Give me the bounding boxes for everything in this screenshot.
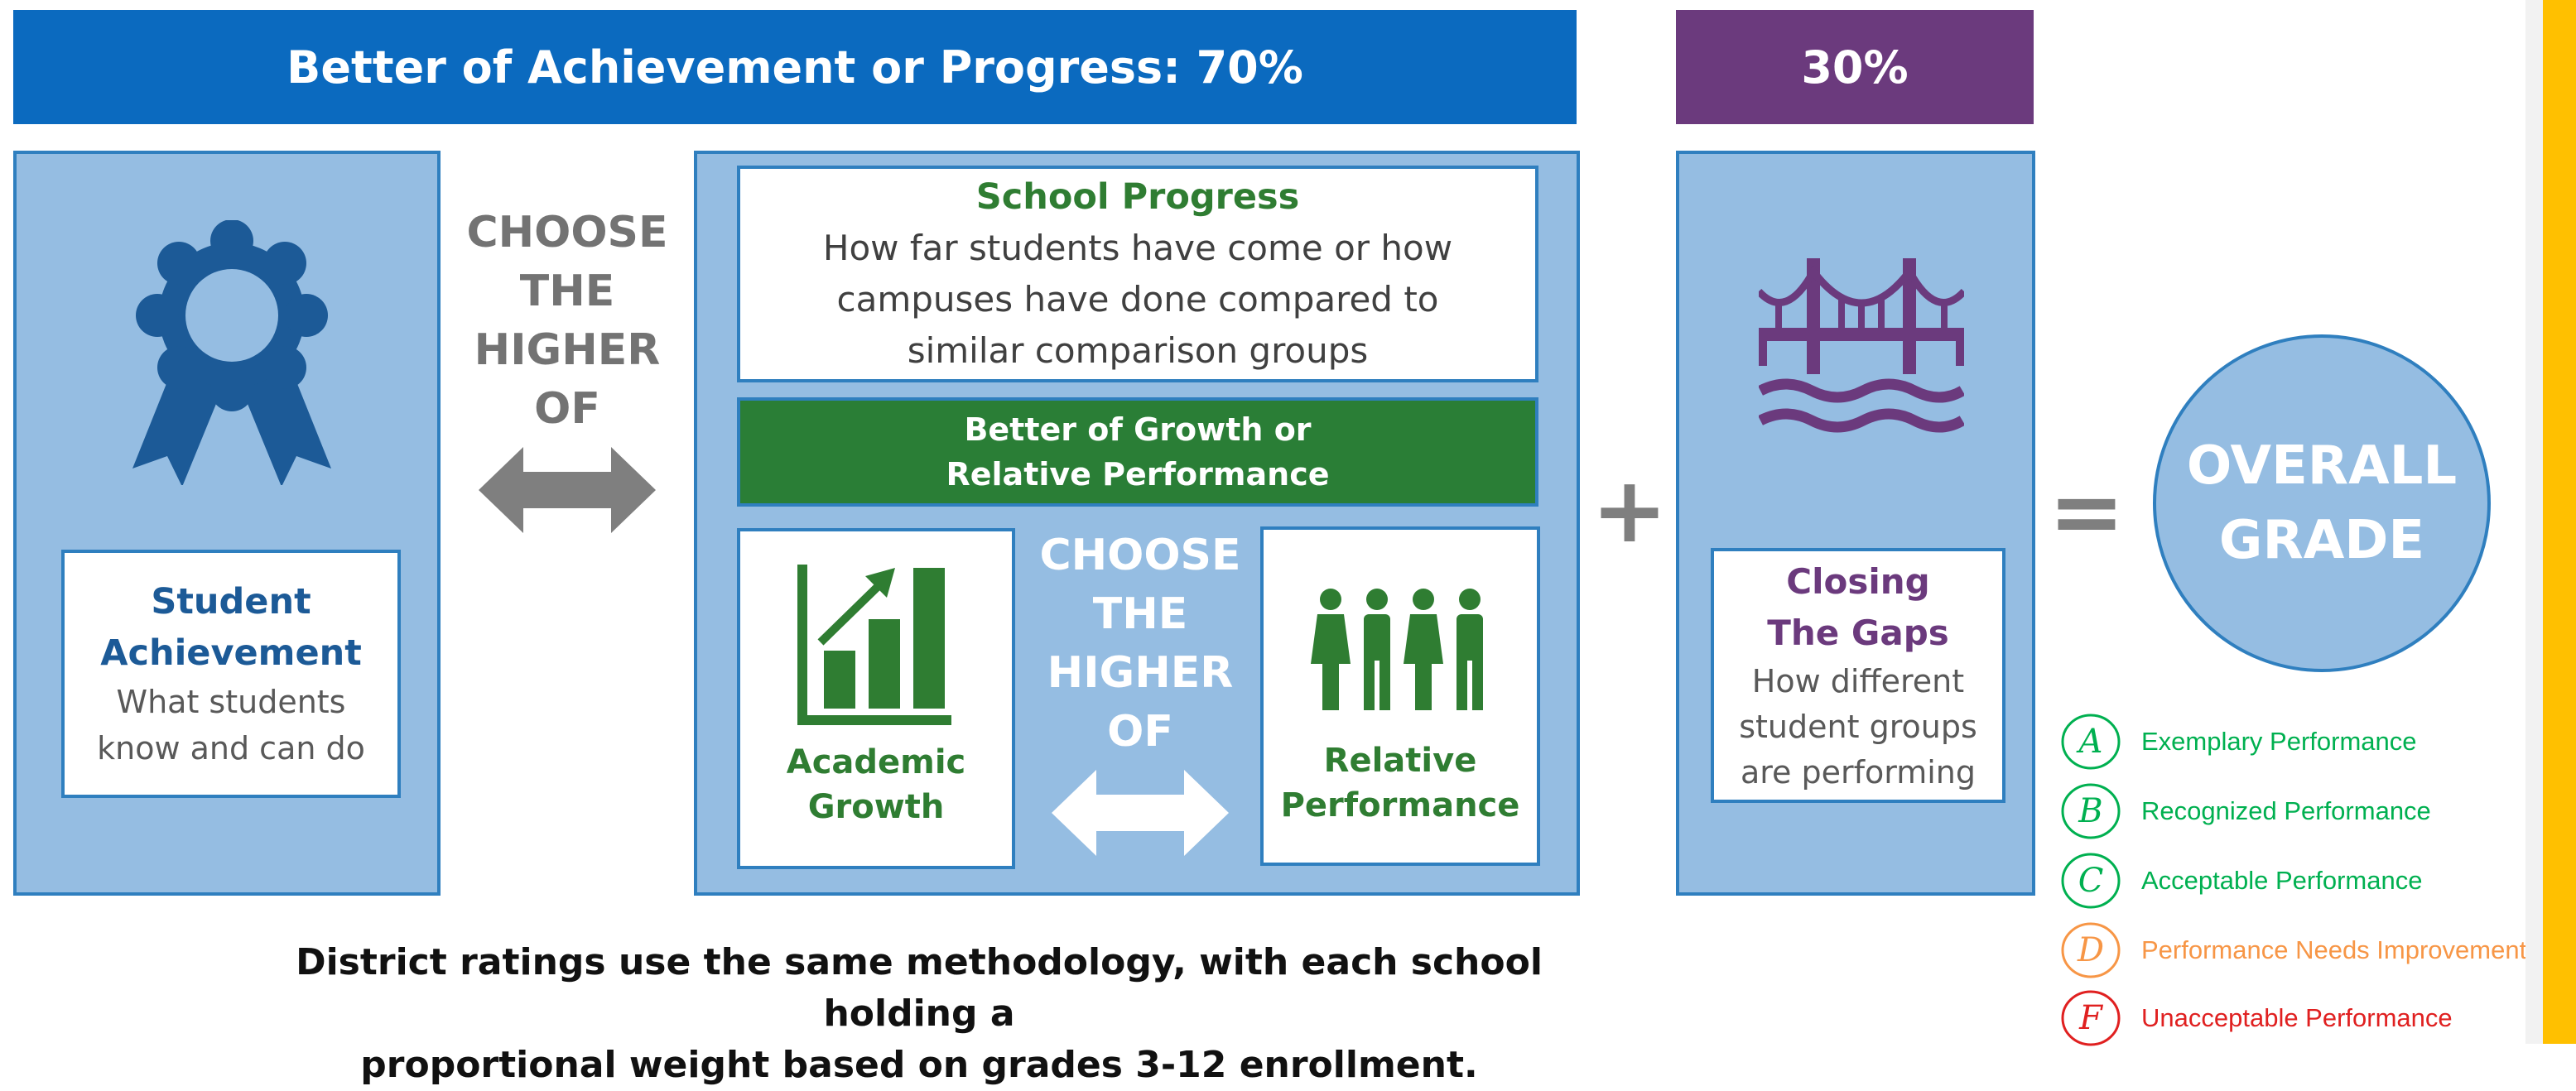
people-group-icon (1311, 589, 1483, 710)
student-achievement-title: Student Achievement (100, 581, 362, 674)
student-achievement-card: Student Achievement What students know a… (61, 550, 401, 798)
grade-letter: D (2077, 931, 2105, 969)
plus-sign: + (1591, 457, 1668, 563)
right-edge-strip (2543, 0, 2576, 1044)
grade-label: Unacceptable Performance (2141, 1003, 2453, 1032)
double-arrow-white-icon (1052, 770, 1229, 856)
student-achievement-panel: Student Achievement What students know a… (13, 151, 441, 896)
grade-label: Exemplary Performance (2141, 727, 2417, 756)
grade-letter-circle-icon: F (2060, 989, 2121, 1047)
student-achievement-description: What students know and can do (97, 684, 365, 767)
grade-letter-circle-icon: D (2060, 921, 2121, 979)
grade-row-b: B Recognized Performance (2060, 780, 2431, 843)
grade-letter: B (2078, 792, 2103, 830)
achievement-progress-banner: Better of Achievement or Progress: 70% (13, 10, 1577, 124)
bridge-water-icon (1759, 258, 1964, 433)
school-progress-title: School Progress (975, 176, 1300, 218)
grade-letter: F (2079, 999, 2102, 1037)
school-progress-card: School Progress How far students have co… (737, 166, 1538, 382)
grade-letter-circle-icon: A (2060, 713, 2121, 771)
grade-label: Recognized Performance (2141, 796, 2431, 825)
bar-chart-growth-icon (797, 565, 951, 725)
grade-label: Acceptable Performance (2141, 866, 2423, 895)
closing-gaps-weight-banner: 30% (1676, 10, 2034, 124)
school-progress-panel: School Progress How far students have co… (694, 151, 1580, 896)
grade-letter: A (2078, 723, 2103, 761)
grade-row-a: A Exemplary Performance (2060, 710, 2417, 773)
grade-letter-circle-icon: C (2060, 852, 2121, 910)
grade-row-c: C Acceptable Performance (2060, 849, 2422, 912)
grade-row-f: F Unacceptable Performance (2060, 987, 2453, 1050)
double-arrow-icon (479, 447, 656, 533)
grade-label: Performance Needs Improvement (2141, 935, 2527, 964)
grade-letter-circle-icon: B (2060, 782, 2121, 840)
footnote: District ratings use the same methodolog… (296, 941, 1543, 1086)
award-ribbon-icon (132, 220, 331, 485)
grade-row-d: D Performance Needs Improvement (2060, 919, 2526, 982)
right-edge-shadow (2525, 0, 2543, 1044)
equals-sign: = (2048, 459, 2126, 565)
grade-letter: C (2078, 862, 2104, 900)
